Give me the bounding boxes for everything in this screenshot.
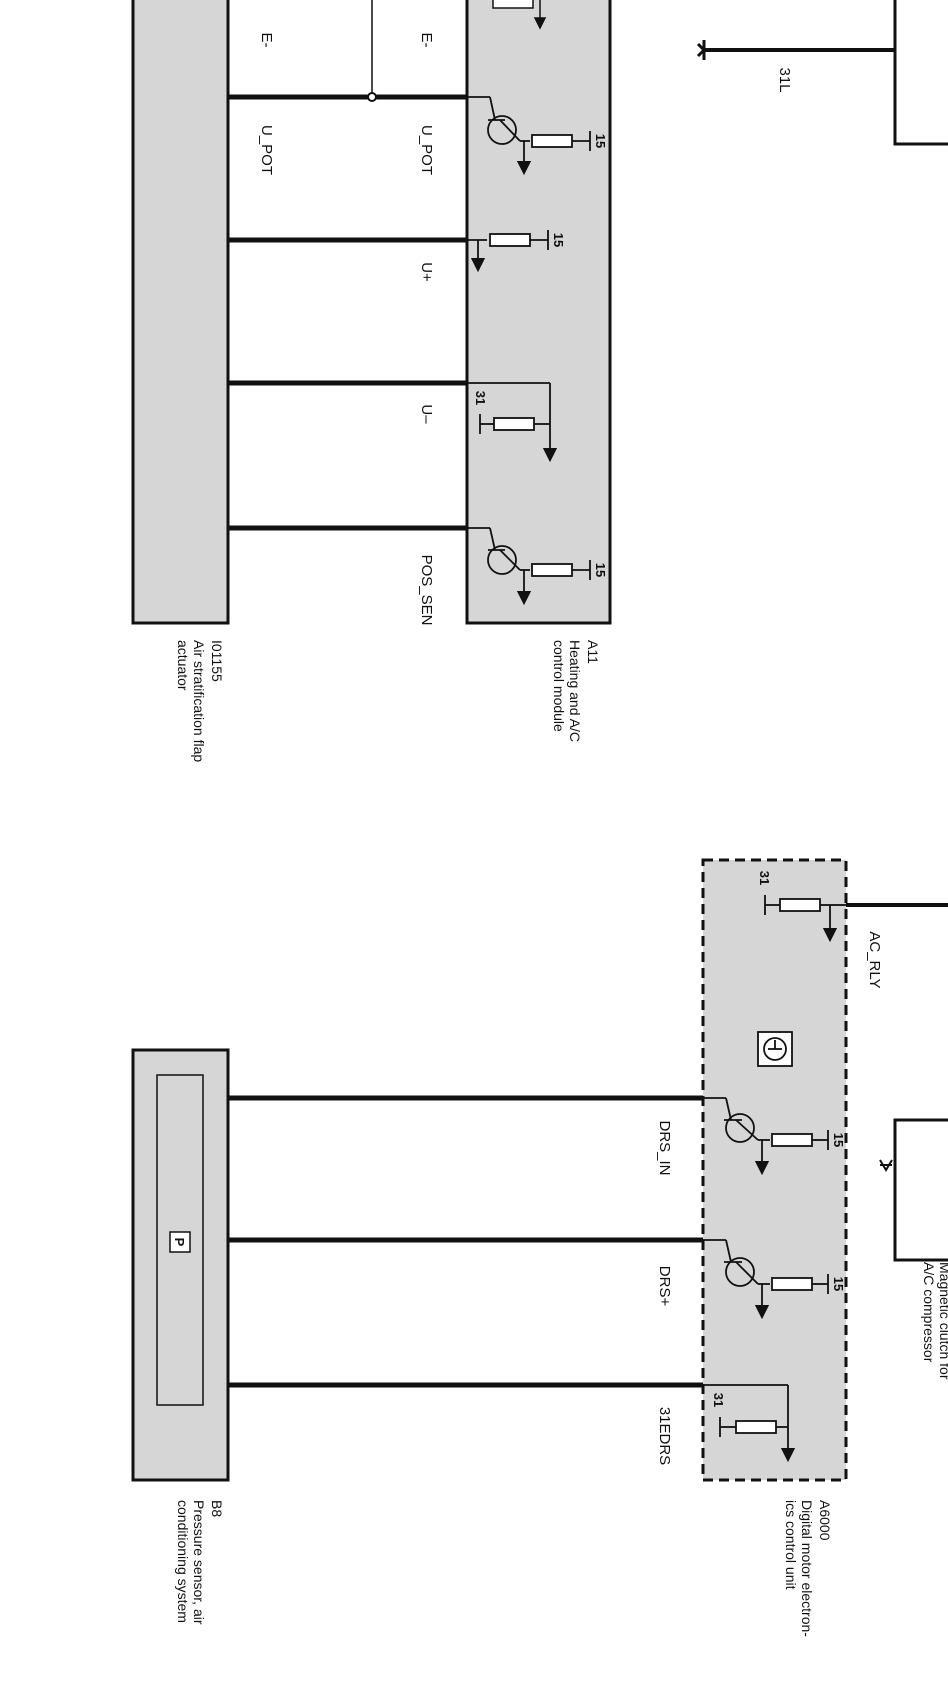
i01155-caption-1: Air stratification flap	[191, 640, 207, 762]
splice-dot	[367, 92, 377, 102]
label-u-pot-actuator: U_POT	[258, 125, 275, 175]
i01155-caption-2: actuator	[175, 640, 191, 691]
a6000-id: A6000	[817, 1500, 833, 1541]
label-31l: 31L	[776, 67, 793, 92]
terminal-15-e: 15	[831, 1277, 846, 1291]
transistor-drs-plus	[703, 1239, 829, 1320]
compressor-bottom-box	[893, 1118, 948, 1262]
a6000-caption-1: Digital motor electron-	[799, 1500, 815, 1637]
label-drs-in: DRS_IN	[656, 1120, 673, 1175]
b8-caption-2: conditioning system	[175, 1500, 191, 1623]
terminal-31-c: 31	[711, 1393, 726, 1407]
label-top-partial-1: E-	[258, 33, 275, 48]
transistor-clock-icon	[757, 1031, 793, 1067]
pressure-sensor-icon	[169, 1231, 191, 1253]
a11-caption-1: Heating and A/C	[567, 640, 583, 742]
compressor-top-box	[893, 0, 948, 146]
label-u-pot-module: U_POT	[418, 125, 435, 175]
terminal-15-a: 15	[593, 134, 608, 148]
transistor-drs-in	[703, 1097, 829, 1176]
label-31edrs: 31EDRS	[656, 1407, 673, 1465]
a11-module-body	[465, 0, 612, 625]
a6000-module-body	[701, 858, 848, 1482]
label-drs-plus: DRS+	[656, 1266, 673, 1307]
compressor-caption-1: Magnetic clutch for	[937, 1262, 948, 1380]
terminal-31-a: 31	[473, 391, 488, 405]
b8-id: B8	[209, 1500, 225, 1517]
terminal-15-c: 15	[593, 563, 608, 577]
resistor-u-plus	[467, 230, 549, 273]
resistor-ac-rly	[764, 895, 846, 943]
terminal-15-b: 15	[551, 233, 566, 247]
b8-caption-1: Pressure sensor, air	[191, 1500, 207, 1625]
pressure-symbol: P	[172, 1238, 187, 1247]
resistor-31edrs	[703, 1384, 796, 1463]
compressor-caption-2: A/C compressor	[921, 1262, 937, 1363]
top-partial-resistor	[492, 0, 534, 9]
compressor-ground-arrow	[879, 1159, 893, 1172]
label-u-plus: U+	[418, 262, 435, 282]
a6000-caption-2: ics control unit	[783, 1500, 799, 1590]
label-top-partial-2: E-	[418, 33, 435, 48]
a11-caption-2: control module	[551, 640, 567, 732]
label-pos-sen: POS_SEN	[418, 555, 435, 626]
terminal-31-b: 31	[757, 871, 772, 885]
resistor-u-minus	[467, 382, 558, 463]
label-ac-rly: AC_RLY	[866, 931, 883, 988]
transistor-pos-sen	[467, 527, 591, 606]
label-u-minus: U–	[418, 404, 435, 424]
i01155-id: I01155	[209, 640, 225, 682]
terminal-15-d: 15	[831, 1133, 846, 1147]
ground-31l-symbol	[696, 40, 707, 60]
i01155-actuator-body	[131, 0, 230, 625]
top-partial-arrow	[533, 0, 547, 30]
transistor-u-pot	[467, 96, 591, 176]
a11-id: A11	[585, 640, 601, 664]
